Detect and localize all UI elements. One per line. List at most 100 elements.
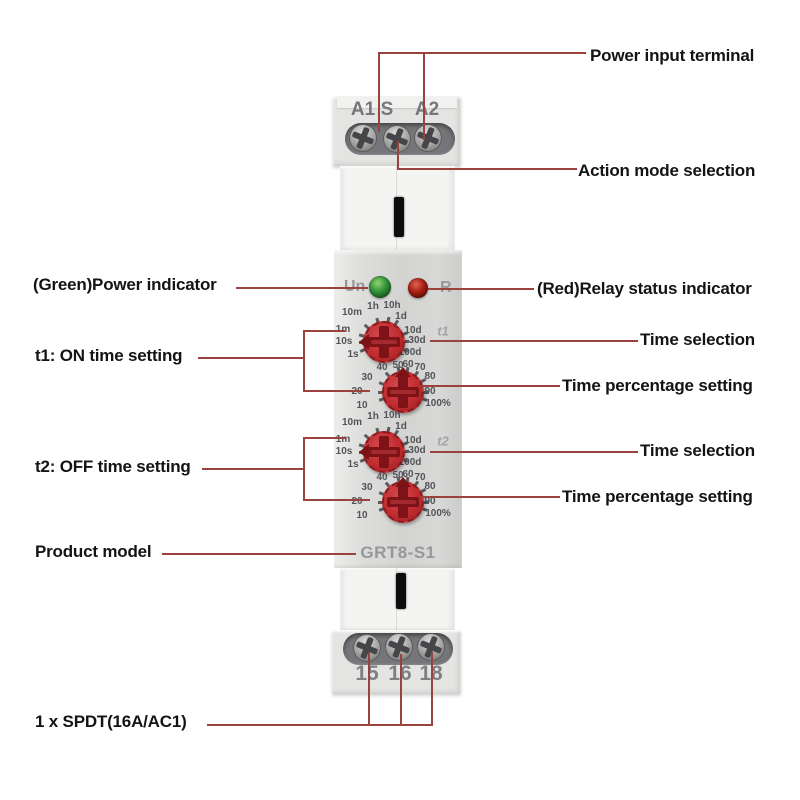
knob-cross-highlight <box>390 500 416 504</box>
callout-time-selection-t2: Time selection <box>640 441 755 460</box>
callout-line-14 <box>162 553 356 555</box>
dial-3-tick <box>423 500 429 504</box>
dial-0-scale-label: 100d <box>398 347 422 358</box>
relay-indicator-label: R <box>440 279 452 297</box>
callout-red-relay-indicator: (Red)Relay status indicator <box>537 279 752 298</box>
dial-0-scale-label: 1s <box>347 349 359 360</box>
dial-2-scale-label: 100d <box>398 457 422 468</box>
dial-2-scale-label: 10d <box>404 435 422 446</box>
callout-line-9 <box>303 390 370 392</box>
callout-line-8 <box>303 330 345 332</box>
dial-2-scale-label: 1s <box>347 459 359 470</box>
dial-1-scale-label: 50 <box>392 360 404 371</box>
dial-2-scale-label: 1d <box>395 421 407 432</box>
bottom-terminal-block: 151618 <box>332 628 461 694</box>
dial-3-scale-label: 30 <box>361 482 373 493</box>
dial-0-scale-label: 1m <box>336 325 350 335</box>
callout-line-0 <box>378 52 380 132</box>
rotary-knob-percentage-3[interactable] <box>382 477 424 523</box>
callout-time-percentage-t2: Time percentage setting <box>562 487 753 506</box>
rotary-knob-time-2[interactable] <box>359 431 405 473</box>
din-rail-tab <box>337 96 457 108</box>
bottom-terminal-recess <box>343 628 453 667</box>
dial-2-scale-label: 30d <box>408 445 426 456</box>
din-release-slot-bottom[interactable] <box>396 573 406 609</box>
callout-spdt-output: 1 x SPDT(16A/AC1) <box>35 712 187 731</box>
dial-1-scale-label: 10 <box>356 400 368 411</box>
callout-line-20 <box>430 340 638 342</box>
callout-line-16 <box>368 652 370 725</box>
knob-pointer-arrow <box>395 477 411 487</box>
callout-line-10 <box>202 468 305 470</box>
callout-line-17 <box>400 654 402 725</box>
top-screw-0[interactable] <box>344 119 382 157</box>
dial-0-scale-label: 1h <box>367 301 379 312</box>
callout-line-1 <box>423 52 425 140</box>
dial-3-scale-label: 60 <box>402 469 414 480</box>
bottom-screw-0[interactable] <box>348 629 386 667</box>
upper-housing <box>340 166 455 250</box>
dial-3-scale-label: 10 <box>356 510 368 521</box>
top-screw-2[interactable] <box>409 119 447 157</box>
dial-2-scale-label: 1h <box>367 411 379 422</box>
knob-cross-highlight <box>390 390 416 394</box>
dial-0-scale-label: 10s <box>335 336 353 347</box>
knob-cross-highlight <box>371 450 397 454</box>
dial-1-scale-label: 60 <box>402 359 414 370</box>
callout-line-2 <box>378 52 586 54</box>
power-led-green <box>369 276 391 298</box>
dial-1-scale-label: 40 <box>376 362 388 373</box>
dial-2-scale-label: 10m <box>341 417 363 428</box>
dial-3-scale-label: 70 <box>414 472 426 483</box>
top-terminal-recess <box>344 119 455 158</box>
dial-2-scale-label: 10s <box>335 446 353 457</box>
din-release-slot[interactable] <box>394 197 404 237</box>
dial-0-scale-label: 10m <box>341 307 363 318</box>
callout-line-21 <box>420 385 560 387</box>
dial-0-scale-label: 10h <box>383 300 401 311</box>
callout-t1-on-time-setting: t1: ON time setting <box>35 346 183 365</box>
rotary-knob-time-0[interactable] <box>359 321 405 363</box>
callout-line-5 <box>236 287 368 289</box>
dial-0-scale-label: 10d <box>404 325 422 336</box>
power-indicator-label: Un <box>344 278 366 295</box>
callout-product-model: Product model <box>35 542 152 561</box>
bottom-terminal-label-15: 15 <box>355 662 379 685</box>
top-terminal-label-S: S <box>380 99 394 120</box>
callout-line-4 <box>397 168 577 170</box>
dial-section-label: t1 <box>437 323 449 339</box>
callout-line-12 <box>303 437 345 439</box>
callout-time-percentage-t1: Time percentage setting <box>562 376 753 395</box>
callout-line-22 <box>430 451 638 453</box>
callout-line-13 <box>303 499 370 501</box>
dial-1-scale-label: 70 <box>414 362 426 373</box>
dial-1-tick <box>423 390 429 394</box>
callout-line-18 <box>431 652 433 725</box>
callout-action-mode-selection: Action mode selection <box>578 161 756 180</box>
callout-line-3 <box>397 141 399 170</box>
dial-3-scale-label: 100% <box>425 508 451 519</box>
product-model-text: GRT8-S1 <box>360 543 436 562</box>
top-terminal-label-A1: A1 <box>350 99 376 120</box>
front-panel: Un R 1s10s1m10m1h10h1d10d30d100dt1102030… <box>334 250 462 568</box>
dial-3-scale-label: 50 <box>392 470 404 481</box>
dial-3-scale-label: 90 <box>424 496 436 507</box>
dial-1-scale-label: 100% <box>425 398 451 409</box>
rotary-knob-percentage-1[interactable] <box>382 367 424 413</box>
dial-0-scale-label: 30d <box>408 335 426 346</box>
callout-power-input-terminal: Power input terminal <box>590 46 755 65</box>
callout-green-power-indicator: (Green)Power indicator <box>33 275 217 294</box>
knob-pointer-arrow <box>359 334 369 350</box>
dial-3-scale-label: 20 <box>351 496 363 507</box>
callout-line-11 <box>303 437 305 501</box>
dial-2-scale-label: 10h <box>383 410 401 421</box>
callout-time-selection-t1: Time selection <box>640 330 755 349</box>
relay-led-red <box>408 278 428 298</box>
callout-t2-off-time-setting: t2: OFF time setting <box>35 457 191 476</box>
knob-cross-highlight <box>371 340 397 344</box>
bottom-screw-1[interactable] <box>380 628 418 666</box>
callout-line-19 <box>428 288 534 290</box>
